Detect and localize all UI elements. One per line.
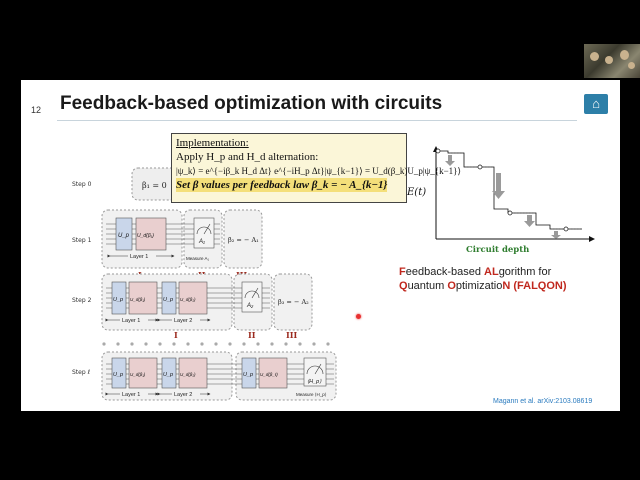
step2-layer1: Layer 1 (122, 318, 140, 324)
energy-point-3 (507, 210, 513, 216)
stepl-hp: ⟨H_p⟩ (307, 378, 322, 385)
energy-point-4 (563, 226, 569, 232)
step2-label-III: III (286, 330, 297, 340)
descent-arrow-3 (524, 215, 535, 227)
step1-block-III (223, 209, 263, 269)
step1-up-label: U_p (118, 233, 130, 239)
falqon-description: Feedback-based ALgorithm for Quantum Opt… (399, 266, 567, 292)
stepl-layer1: Layer 1 (122, 392, 140, 398)
step1-up-gate (115, 217, 133, 251)
implementation-box: Implementation: Apply H_p and H_d altern… (171, 133, 462, 203)
laser-pointer (356, 314, 361, 319)
step2-block-III (273, 273, 313, 331)
title-divider (57, 120, 577, 121)
implementation-line-3: Set β values per feedback law β_k = − A_… (176, 178, 388, 192)
step1-ud-label: U_d(β₁) (137, 233, 154, 239)
step0-beta: β₁ = 0 (142, 181, 167, 190)
step1-beta: β₂ = − A₁ (228, 236, 259, 244)
slide-title: Feedback-based optimization with circuit… (60, 93, 443, 114)
step-1-label: Step 1 (72, 237, 92, 244)
step-2-label: Step 2 (72, 297, 92, 304)
implementation-heading: Implementation: (176, 137, 249, 149)
step2-ud1-label: U_d(β₁) (130, 297, 146, 302)
stepl-measure-label: Measure ⟨H_p⟩ (296, 392, 327, 397)
stepl-up3-label: U_p (243, 372, 253, 378)
y-axis-label: E(t) (406, 187, 426, 198)
step2-a2: A₂ (246, 303, 254, 309)
webcam-thumbnail[interactable] (584, 44, 640, 78)
energy-point-1 (435, 148, 441, 154)
step2-beta: β₃ = − A₂ (278, 298, 309, 306)
stepl-layer2: Layer 2 (174, 392, 192, 398)
stepl-udl-label: U_d(β_ℓ) (260, 372, 278, 377)
implementation-line-2: |ψ_k⟩ = e^{−iβ_k H_d Δt} e^{−iH_p Δt}|ψ_… (176, 166, 462, 176)
energy-staircase (438, 150, 582, 230)
step1-measure-label: Measure A₁ (186, 256, 210, 261)
step-l-label: Step ℓ (72, 369, 90, 376)
energy-point-2 (477, 164, 483, 170)
step2-label-II: II (248, 330, 256, 340)
circuit-diagram: Step 0 Step 1 Step 2 Step ℓ β₁ = 0 U_p U… (72, 167, 337, 401)
citation-link[interactable]: Magann et al. arXiv:2103.08619 (493, 398, 593, 405)
presentation-slide: 12 Feedback-based optimization with circ… (21, 80, 620, 411)
step1-layer1: Layer 1 (130, 254, 148, 260)
slide-number: 12 (31, 105, 42, 115)
stepl-up2-label: U_p (163, 372, 173, 378)
step1-a1: A₁ (198, 239, 205, 245)
descent-arrow-2 (492, 173, 505, 199)
ellipsis-dots (102, 342, 330, 346)
stepl-up1-label: U_p (113, 372, 123, 378)
x-axis-label: Circuit depth (466, 245, 529, 255)
stepl-ud1-label: U_d(β₁) (130, 372, 146, 377)
step-0-label: Step 0 (72, 181, 92, 188)
institution-logo-icon: ⌂ (584, 94, 608, 114)
descent-arrow-4 (551, 231, 561, 239)
step2-up1-label: U_p (113, 297, 123, 303)
step2-layer2: Layer 2 (174, 318, 192, 324)
step1-ud-gate (135, 217, 167, 251)
step2-ud2-label: U_d(β₂) (180, 297, 196, 302)
step2-label-I: I (174, 330, 178, 340)
descent-arrow-1 (445, 155, 455, 166)
energy-descent-plot: E(t) Circuit depth (406, 146, 595, 255)
step2-up2-label: U_p (163, 297, 173, 303)
implementation-line-1: Apply H_p and H_d alternation: (176, 151, 319, 163)
stepl-ud2-label: U_d(β₂) (180, 372, 196, 377)
